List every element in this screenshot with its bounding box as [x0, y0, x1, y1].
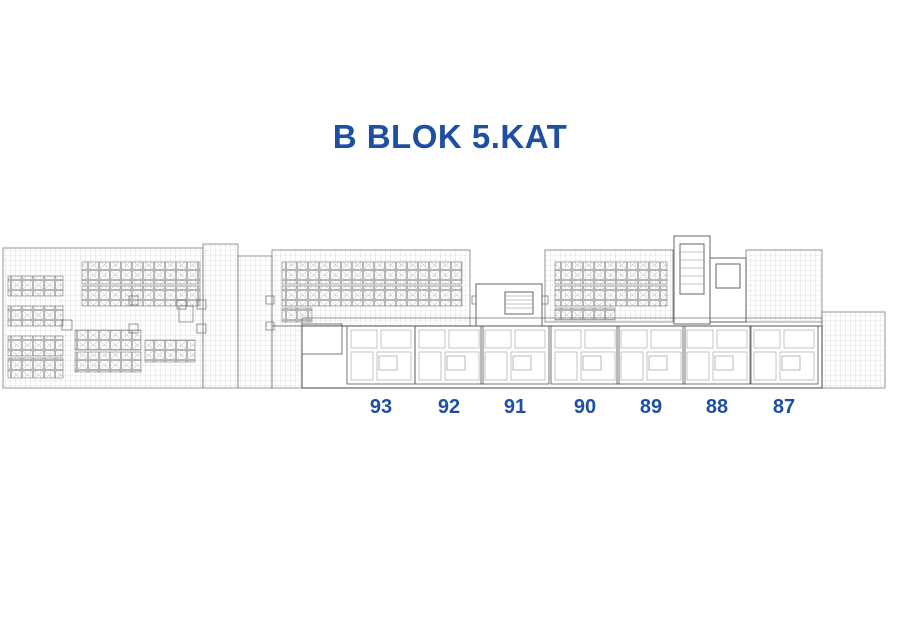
unit-89-room	[646, 351, 682, 381]
unit-89-bed	[648, 355, 668, 371]
unit-91-room	[514, 329, 546, 349]
unit-93-room	[380, 329, 412, 349]
unit-87-bed	[781, 355, 801, 371]
unit-93-room	[350, 329, 378, 349]
unit-89-room	[620, 329, 648, 349]
unit-number: 93	[369, 396, 393, 418]
unit-92-room	[448, 329, 480, 349]
unit-89-outline	[616, 325, 686, 385]
unit-90-room	[580, 351, 616, 381]
unit-88-room	[716, 329, 748, 349]
unit-91-room	[484, 351, 508, 381]
residential-strip	[301, 325, 823, 389]
unit-87-room	[753, 351, 777, 381]
unit-90-outline	[550, 325, 620, 385]
unit-88-room	[686, 329, 714, 349]
unit-88-room	[712, 351, 748, 381]
unit-93-room	[350, 351, 374, 381]
unit-92-room	[444, 351, 480, 381]
unit-88-room	[686, 351, 710, 381]
unit-number: 89	[639, 396, 663, 418]
unit-88-outline	[682, 325, 752, 385]
unit-87-outline	[749, 325, 819, 385]
unit-92-outline	[414, 325, 484, 385]
unit-89-room	[620, 351, 644, 381]
unit-92-room	[418, 329, 446, 349]
unit-92-room	[418, 351, 442, 381]
unit-89-room	[650, 329, 682, 349]
circulation-cores	[475, 235, 747, 329]
unit-91-outline	[480, 325, 550, 385]
unit-91-bed	[512, 355, 532, 371]
unit-88-bed	[714, 355, 734, 371]
unit-87-room	[783, 329, 815, 349]
unit-number: 88	[705, 396, 729, 418]
unit-93-room	[376, 351, 412, 381]
page-title: B BLOK 5.KAT	[332, 118, 568, 155]
unit-number: 91	[503, 396, 527, 418]
unit-91-room	[510, 351, 546, 381]
unit-91-room	[484, 329, 512, 349]
unit-90-room	[584, 329, 616, 349]
unit-number: 87	[772, 396, 796, 418]
unit-87-room	[779, 351, 815, 381]
unit-90-room	[554, 329, 582, 349]
unit-number: 90	[573, 396, 597, 418]
unit-92-bed	[446, 355, 466, 371]
unit-number: 92	[437, 396, 461, 418]
unit-93-bed	[378, 355, 398, 371]
unit-90-bed	[582, 355, 602, 371]
unit-90-room	[554, 351, 578, 381]
unit-87-room	[753, 329, 781, 349]
solar-panel-arrays	[7, 261, 668, 379]
